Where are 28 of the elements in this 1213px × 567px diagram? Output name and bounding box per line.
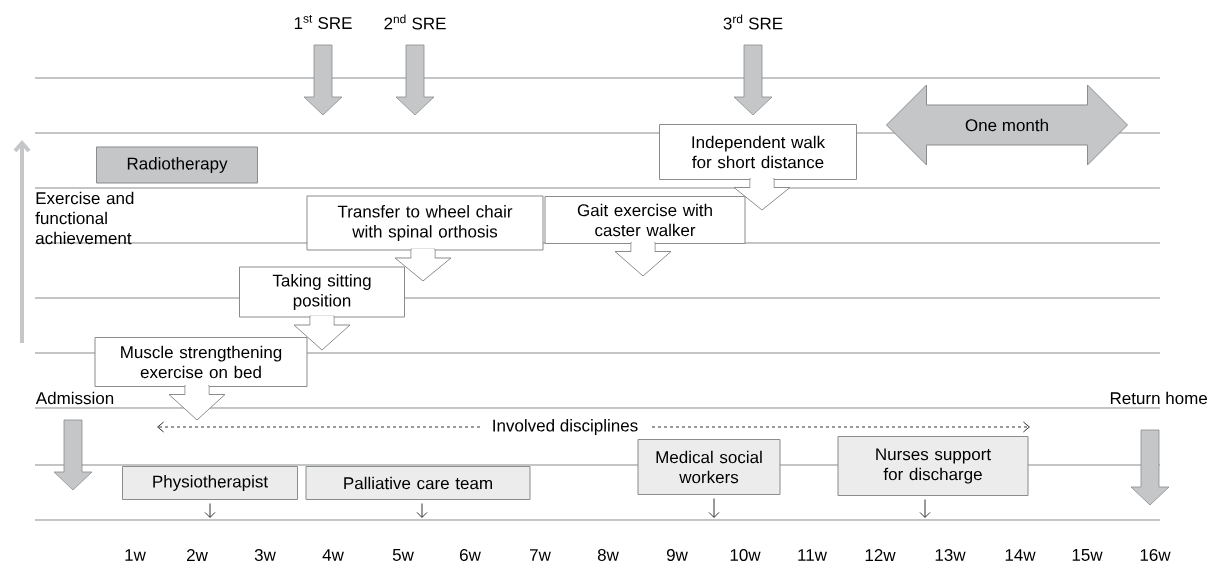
timeline-label: Involved disciplines [490,418,640,436]
week-label: 5w [392,549,414,561]
event-label: 2$^{nd}$ SRE [384,14,446,30]
discipline-box: Physiotherapist [122,466,298,518]
event-label: 1$^{st}$ SRE [294,14,352,30]
week-label: 2w [187,549,208,561]
week-label: 15w [1072,549,1103,561]
week-label: 12w [865,549,896,561]
timeline-label: Return home [1110,391,1207,405]
week-label: 8w [597,548,619,561]
discipline-box: Medical social workers [637,439,781,518]
event-label: 3$^{rd}$ SRE [723,14,783,30]
treatment-box: Radiotherapy [96,146,258,184]
week-label: 6w [460,548,481,561]
week-label: 10w [730,548,761,561]
week-label: 9w [666,548,688,561]
axis-label: Exercise and functional achievement [35,191,134,245]
week-label: 4w [322,549,344,561]
week-label: 7w [530,549,551,561]
milestone-callout: Gait exercise with caster walker [544,196,746,277]
week-label: 16w [1140,548,1171,561]
week-label: 13w [935,548,966,561]
discipline-box: Palliative care team [305,466,531,518]
week-label: 1w [125,549,146,561]
week-label: 3w [254,548,276,561]
week-label: 11w [798,549,827,561]
week-label: 14w [1005,549,1036,561]
discipline-box: Nurses support for discharge [837,436,1029,518]
